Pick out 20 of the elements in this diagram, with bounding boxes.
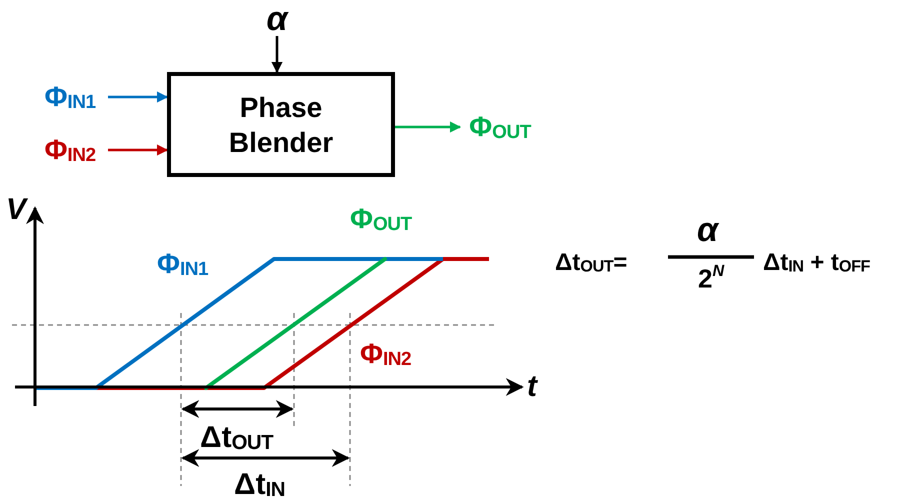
axis-label: t — [527, 372, 537, 402]
equation-text: α — [697, 213, 718, 247]
arrow — [395, 121, 462, 133]
arrow — [108, 144, 168, 156]
axis-label: V — [6, 195, 26, 225]
dimension-label: Δt$_{OUT}$ — [200, 423, 274, 454]
input-label: Φ$_{IN2}$ — [32, 135, 108, 165]
input-label: Φ$_{IN1}$ — [32, 82, 108, 112]
waveform-label: Φ$_{IN2}$ — [360, 340, 412, 369]
waveform-label: Φ$_{IN1}$ — [157, 250, 208, 279]
arrow — [108, 91, 168, 103]
waveform-label: Φ$_{OUT}$ — [350, 205, 412, 234]
equation-text: 2$^{N}$ — [698, 263, 724, 292]
equation-text: Δt$_{IN}$ + t$_{OFF}$ — [763, 251, 870, 275]
dimension-label: Δt$_{IN}$ — [234, 470, 285, 500]
output-label: Φ$_{OUT}$ — [460, 112, 540, 142]
arrow — [271, 36, 283, 74]
parameter-label: α — [262, 2, 292, 36]
equation-text: Δt$_{OUT}$= — [555, 251, 628, 275]
process-box: Phase Blender — [167, 72, 395, 177]
